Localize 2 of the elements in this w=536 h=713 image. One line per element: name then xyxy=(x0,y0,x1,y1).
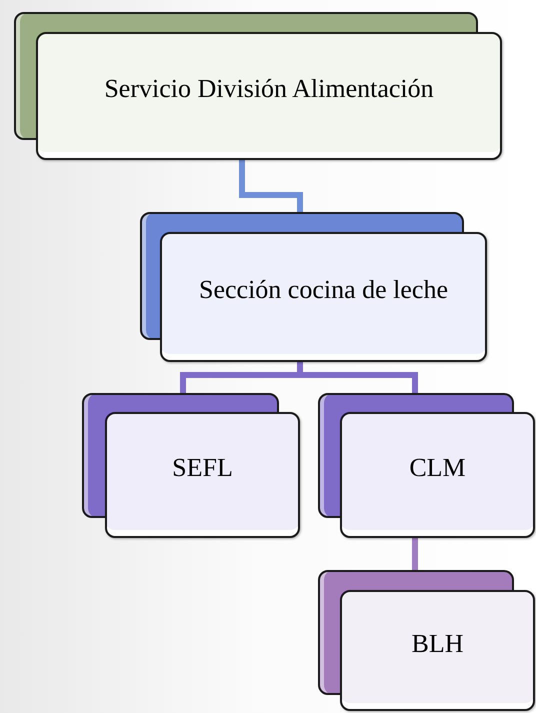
connector-line xyxy=(239,160,303,212)
connector-line xyxy=(412,538,418,570)
